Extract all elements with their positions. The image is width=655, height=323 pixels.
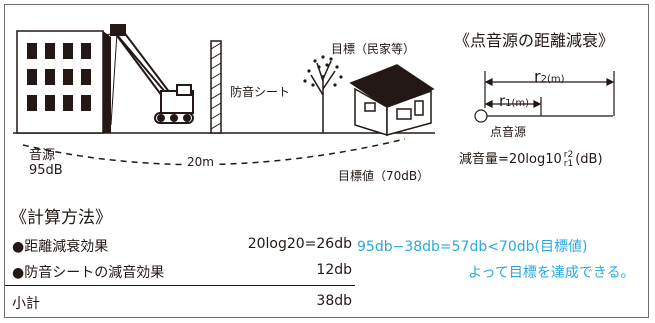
inset-title: 《点音源の距離減衰》	[454, 31, 615, 50]
r2-label: r2(m)	[534, 67, 565, 86]
result-conclusion: よって目標を達成できる。	[468, 265, 635, 281]
house-icon	[349, 64, 435, 137]
calc-subtotal-row: 小計 38db	[12, 293, 352, 312]
distance-attenuation-diagram	[474, 71, 615, 123]
crane-icon	[110, 24, 194, 124]
construction-scene: 音源 95dB 防音シート 目標（民家等） 目標値（70dB） 20m 《点音源…	[5, 5, 648, 195]
target-label: 目標（民家等）	[331, 42, 416, 56]
diagram-panel	[4, 4, 649, 318]
building-icon	[16, 30, 118, 134]
calc-row: ●距離減衰効果 20log20=26db	[12, 236, 352, 255]
point-source-label: 点音源	[490, 125, 527, 139]
subtotal-divider	[5, 285, 355, 286]
calc-row: ●防音シートの減音効果 12db	[12, 262, 352, 281]
calc-title: 《計算方法》	[10, 208, 112, 228]
r1-label: r1(m)	[499, 92, 530, 110]
target-value-label: 目標値（70dB）	[338, 169, 430, 183]
result-line: 95db−38db=57db<70db(目標値)	[357, 239, 588, 255]
soundproof-sheet-icon	[210, 40, 222, 134]
tree-icon	[303, 55, 343, 133]
scene-illustration	[13, 24, 615, 166]
sheet-label: 防音シート	[230, 85, 291, 99]
source-label: 音源 95dB	[29, 148, 63, 178]
distance-label: 20m	[184, 155, 217, 169]
source-level: 95dB	[29, 163, 63, 178]
